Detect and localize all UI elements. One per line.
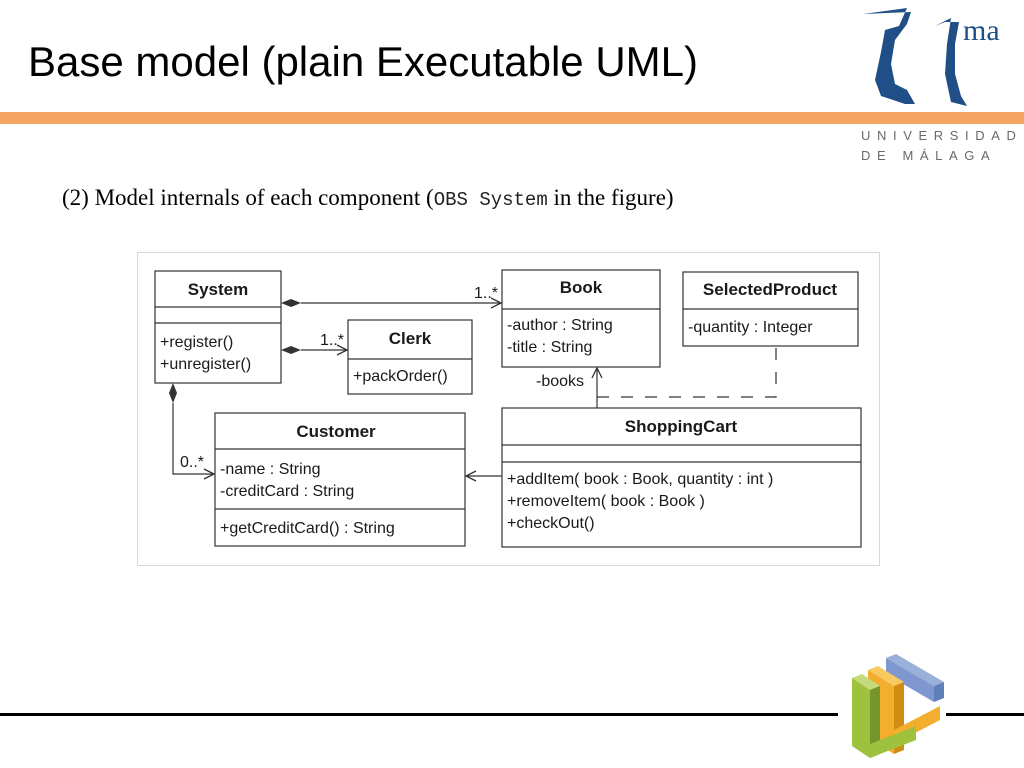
system-operation: +register() bbox=[160, 334, 233, 351]
class-shopping-cart-name: ShoppingCart bbox=[625, 417, 738, 436]
book-attribute: -title : String bbox=[507, 339, 592, 356]
slide-title: Base model (plain Executable UML) bbox=[28, 38, 698, 85]
corner-logo-icon bbox=[852, 654, 944, 758]
subtitle-suffix: in the figure) bbox=[547, 185, 674, 210]
logo-university-text: UNIVERSIDAD bbox=[861, 128, 1023, 143]
class-book-name: Book bbox=[560, 278, 603, 297]
accent-bar bbox=[0, 112, 1024, 124]
university-logo: ma bbox=[863, 8, 1000, 106]
composition-diamond-icon bbox=[281, 299, 301, 307]
logo-malaga-text: DE MÁLAGA bbox=[861, 148, 997, 163]
class-shopping-cart: ShoppingCart +addItem( book : Book, quan… bbox=[501, 407, 862, 548]
footer-line-right bbox=[946, 713, 1024, 716]
multiplicity-label: 0..* bbox=[180, 454, 204, 471]
class-customer: Customer -name : String -creditCard : St… bbox=[214, 412, 466, 547]
association-cart-book: -books bbox=[536, 368, 597, 408]
class-customer-name: Customer bbox=[296, 422, 376, 441]
slide-subtitle: (2) Model internals of each component (O… bbox=[62, 185, 674, 211]
subtitle-prefix: (2) Model internals of each component ( bbox=[62, 185, 434, 210]
footer-line-left bbox=[0, 713, 838, 716]
customer-attribute: -name : String bbox=[220, 461, 320, 478]
class-clerk: Clerk +packOrder() bbox=[347, 319, 473, 395]
composition-diamond-icon bbox=[169, 383, 177, 403]
role-label: -books bbox=[536, 373, 584, 390]
book-attribute: -author : String bbox=[507, 317, 613, 334]
association-system-book: 1..* bbox=[281, 285, 501, 307]
shopping-cart-operation: +addItem( book : Book, quantity : int ) bbox=[507, 471, 773, 488]
subtitle-code: OBS System bbox=[433, 189, 548, 211]
class-selected-product: SelectedProduct -quantity : Integer bbox=[682, 271, 859, 347]
association-system-customer: 0..* bbox=[169, 383, 214, 474]
class-clerk-name: Clerk bbox=[389, 329, 432, 348]
association-class-link bbox=[597, 346, 777, 398]
clerk-operation: +packOrder() bbox=[353, 368, 448, 385]
class-system-name: System bbox=[188, 280, 248, 299]
class-selected-product-name: SelectedProduct bbox=[703, 280, 837, 299]
uml-class-diagram: System +register() +unregister() Book -a… bbox=[154, 269, 862, 548]
shopping-cart-operation: +removeItem( book : Book ) bbox=[507, 493, 705, 510]
class-system: System +register() +unregister() bbox=[154, 270, 282, 384]
selected-product-attribute: -quantity : Integer bbox=[688, 319, 813, 336]
association-system-clerk: 1..* bbox=[281, 332, 347, 354]
customer-operation: +getCreditCard() : String bbox=[220, 520, 395, 537]
system-operation: +unregister() bbox=[160, 356, 251, 373]
shopping-cart-operation: +checkOut() bbox=[507, 515, 595, 532]
composition-diamond-icon bbox=[281, 346, 301, 354]
uml-diagram-frame: System +register() +unregister() Book -a… bbox=[137, 252, 880, 566]
logo-mark-right-icon bbox=[935, 18, 967, 106]
class-book: Book -author : String -title : String bbox=[501, 269, 661, 368]
logo-ma-text: ma bbox=[963, 14, 1000, 47]
logo-mark-left-icon bbox=[863, 8, 915, 104]
customer-attribute: -creditCard : String bbox=[220, 483, 354, 500]
multiplicity-label: 1..* bbox=[474, 285, 498, 302]
multiplicity-label: 1..* bbox=[320, 332, 344, 349]
